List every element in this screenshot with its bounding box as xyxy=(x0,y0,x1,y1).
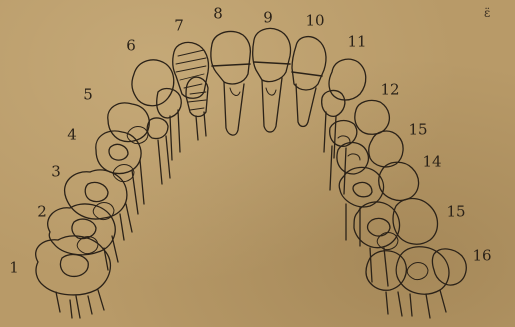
tooth-8-central-incisor xyxy=(211,32,251,136)
tooth-9-central-incisor xyxy=(253,28,291,132)
tooth-number-3: 3 xyxy=(51,165,61,180)
tooth-number-11: 11 xyxy=(347,35,366,50)
tooth-number-8: 8 xyxy=(213,7,223,22)
tooth-number-7: 7 xyxy=(174,19,184,34)
tooth-number-9: 9 xyxy=(263,11,273,26)
tooth-number-4: 4 xyxy=(67,128,77,143)
tooth-number-13: 15 xyxy=(408,123,427,138)
tooth-number-6: 6 xyxy=(126,39,136,54)
tooth-number-5: 5 xyxy=(83,88,93,103)
tooth-number-2: 2 xyxy=(37,205,47,220)
tooth-13-right-premolar xyxy=(337,131,403,174)
tooth-16-right-molar xyxy=(366,247,466,318)
tooth-number-16: 16 xyxy=(472,249,491,264)
tooth-1-left-molar xyxy=(36,236,111,318)
tooth-7-left-incisor-hatched xyxy=(173,42,209,140)
tooth-number-14: 14 xyxy=(422,155,441,170)
tooth-10-incisor xyxy=(292,37,326,127)
tooth-number-15: 15 xyxy=(446,205,465,220)
tooth-number-10: 10 xyxy=(305,14,324,29)
corner-mark: ε̈ xyxy=(484,6,490,20)
tooth-number-12: 12 xyxy=(380,83,399,98)
tooth-14-right-molar xyxy=(339,162,418,246)
tooth-number-1: 1 xyxy=(9,261,19,276)
